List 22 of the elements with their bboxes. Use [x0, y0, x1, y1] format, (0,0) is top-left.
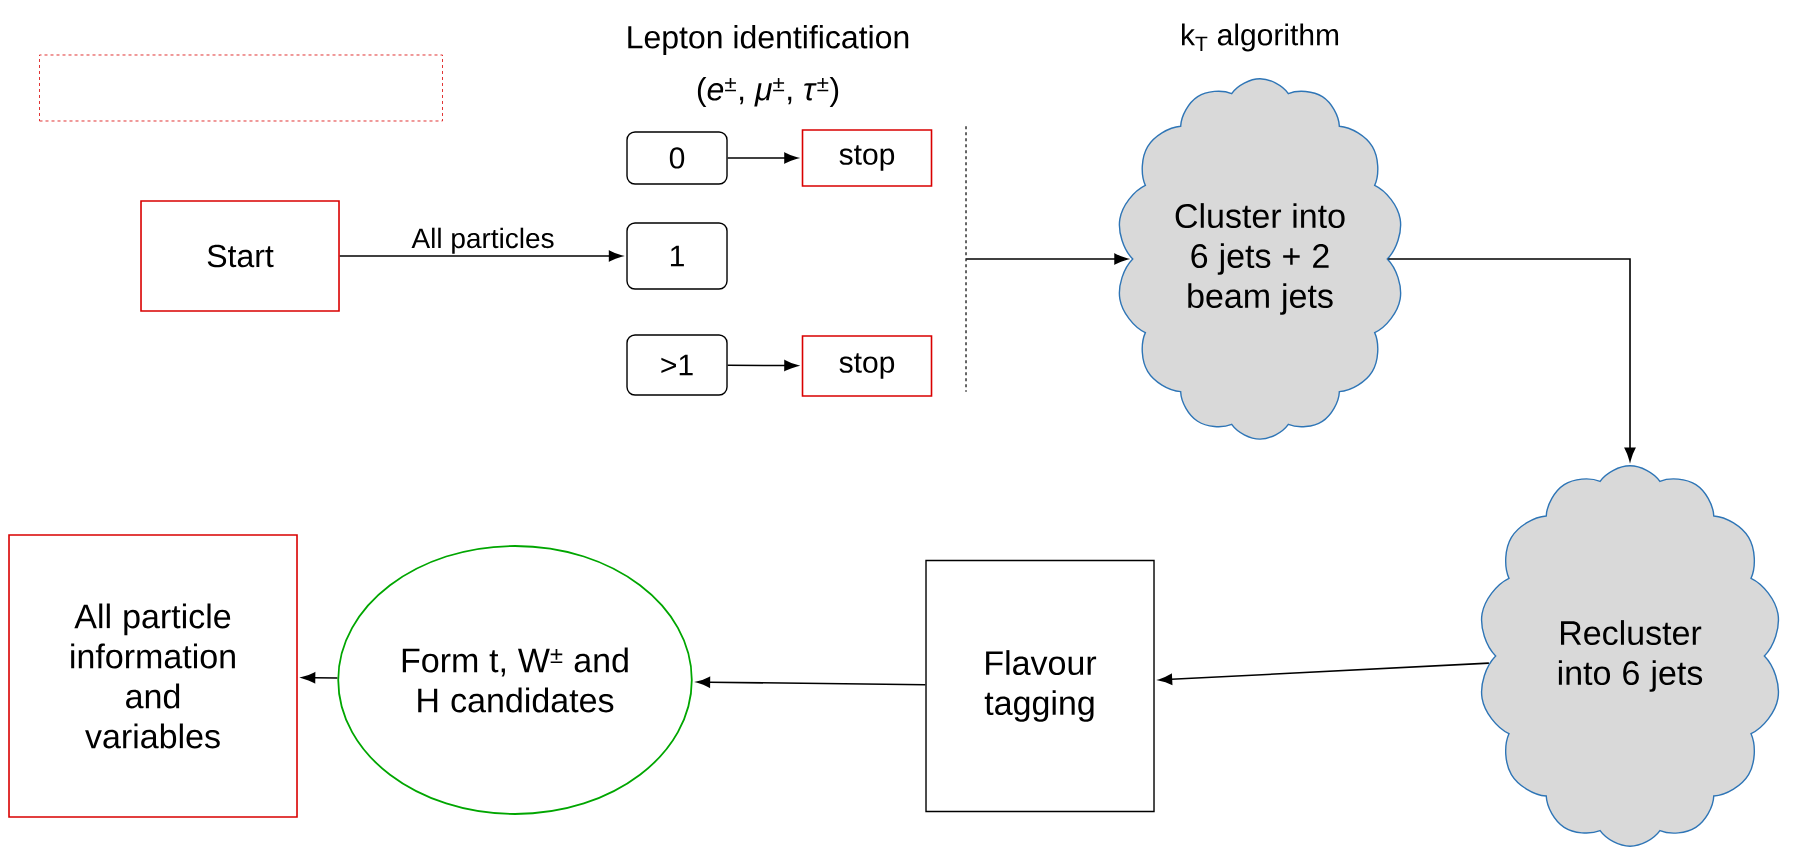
arrow [1158, 662, 1490, 685]
stop-box: stop [801, 129, 933, 187]
dashed-box [39, 54, 443, 122]
stop-box: stop [801, 335, 933, 397]
arrow [301, 672, 339, 684]
arrow [726, 360, 798, 371]
process-box: Flavour tagging [925, 559, 1155, 813]
count-box: 0 [626, 131, 728, 185]
count-box: >1 [626, 334, 728, 396]
output-box: All particle information and variables [8, 534, 298, 818]
dashed-line [965, 125, 967, 393]
heading-text: Lepton identification [628, 25, 909, 55]
count-box: 1 [626, 222, 728, 290]
node-caption: k$_{T}$ algorithm [1182, 23, 1339, 52]
ellipse-node: Form t, W$^{±}$ and H candidates [337, 545, 693, 815]
edge-label: All particles [410, 226, 556, 255]
process-box: Start [140, 200, 340, 312]
arrow [696, 676, 927, 688]
arrow [339, 250, 623, 262]
arrow [965, 253, 1128, 265]
arrow [726, 152, 798, 164]
heading-text: (e$^{±}$, μ$^{±}$, τ$^{±}$) [697, 77, 839, 107]
